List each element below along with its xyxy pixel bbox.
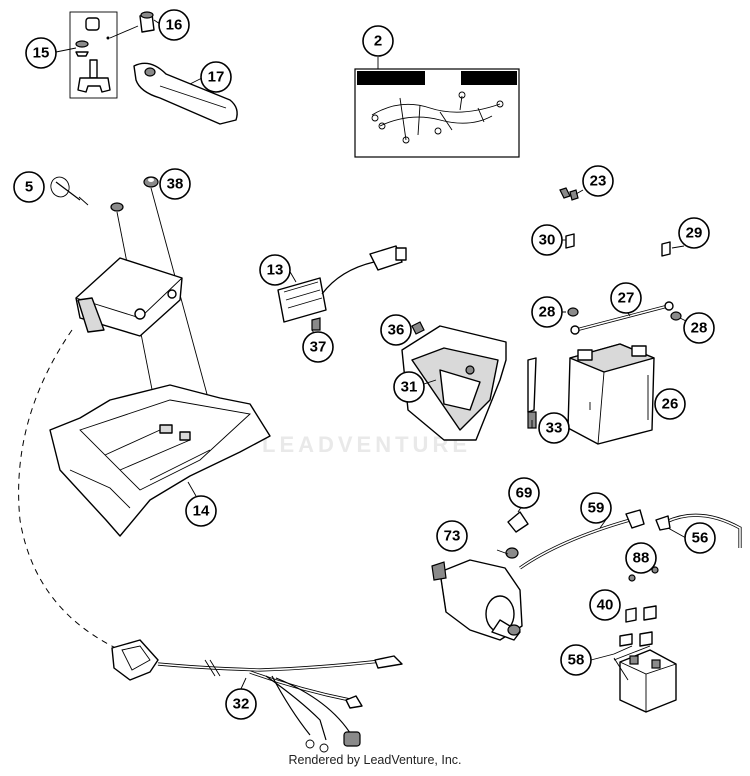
callout-label: 14 (193, 503, 210, 520)
callout-40: 40 (589, 589, 621, 621)
callout-29: 29 (678, 217, 710, 249)
callout-label: 38 (167, 176, 184, 193)
cable-tie-part (50, 176, 89, 206)
callout-28-right: 28 (683, 312, 715, 344)
callout-label: 5 (25, 179, 33, 196)
callout-label: 17 (208, 69, 225, 86)
battery-cable (570, 301, 674, 335)
callout-5: 5 (13, 171, 45, 203)
callout-label: 58 (568, 652, 585, 669)
callout-59: 59 (580, 492, 612, 524)
callout-58: 58 (560, 644, 592, 676)
harness-dashed-link (18, 329, 121, 651)
callout-31: 31 (393, 371, 425, 403)
callout-38: 38 (159, 168, 191, 200)
callout-37: 37 (302, 331, 334, 363)
callout-label: 29 (686, 225, 703, 242)
callout-17: 17 (200, 61, 232, 93)
ecu-and-tray (49, 187, 271, 537)
callout-label: 2 (374, 33, 382, 50)
callout-label: 59 (588, 500, 605, 517)
callout-label: 31 (401, 379, 418, 396)
callout-label: 37 (310, 339, 327, 356)
callout-2: 2 (362, 25, 394, 57)
callout-label: 15 (33, 45, 50, 62)
callout-label: 40 (597, 597, 614, 614)
callout-label: 36 (388, 322, 405, 339)
callout-36: 36 (380, 314, 412, 346)
battery-box (401, 321, 507, 441)
callout-label: 30 (539, 232, 556, 249)
callout-label: 33 (546, 420, 563, 437)
battery (567, 343, 655, 445)
starter-motor (431, 559, 523, 641)
voltage-regulator (277, 245, 407, 331)
callout-label: 32 (233, 696, 250, 713)
watermark-logo: LEADVENTURE (262, 432, 472, 457)
callout-88: 88 (625, 542, 657, 574)
bolts-and-washers (559, 187, 682, 321)
nut-part (143, 176, 159, 188)
wiring-harness-box (354, 68, 520, 158)
starter-relay (613, 605, 677, 713)
callout-69: 69 (508, 477, 540, 509)
callout-label: 27 (618, 290, 635, 307)
callout-56: 56 (684, 522, 716, 554)
callout-label: 16 (166, 17, 183, 34)
callout-label: 23 (590, 173, 607, 190)
callout-13: 13 (259, 254, 291, 286)
callout-32: 32 (225, 688, 257, 720)
callout-label: 56 (692, 530, 709, 547)
callout-33: 33 (538, 412, 570, 444)
callout-15: 15 (25, 37, 57, 69)
render-credit: Rendered by LeadVenture, Inc. (288, 753, 462, 767)
battery-strap (527, 357, 537, 429)
callout-label: 28 (691, 320, 708, 337)
callout-label: 73 (444, 528, 461, 545)
callout-16: 16 (158, 9, 190, 41)
callout-label: 69 (516, 485, 533, 502)
callout-label: 28 (539, 304, 556, 321)
callout-23: 23 (582, 165, 614, 197)
main-harness (111, 639, 403, 753)
callout-label: 88 (633, 550, 650, 567)
callout-27: 27 (610, 282, 642, 314)
callout-label: 26 (662, 396, 679, 413)
switch-assembly (69, 11, 238, 125)
callout-26: 26 (654, 388, 686, 420)
callout-73: 73 (436, 520, 468, 552)
callout-30: 30 (531, 224, 563, 256)
callout-14: 14 (185, 495, 217, 527)
callout-28-left: 28 (531, 296, 563, 328)
callout-label: 13 (267, 262, 284, 279)
